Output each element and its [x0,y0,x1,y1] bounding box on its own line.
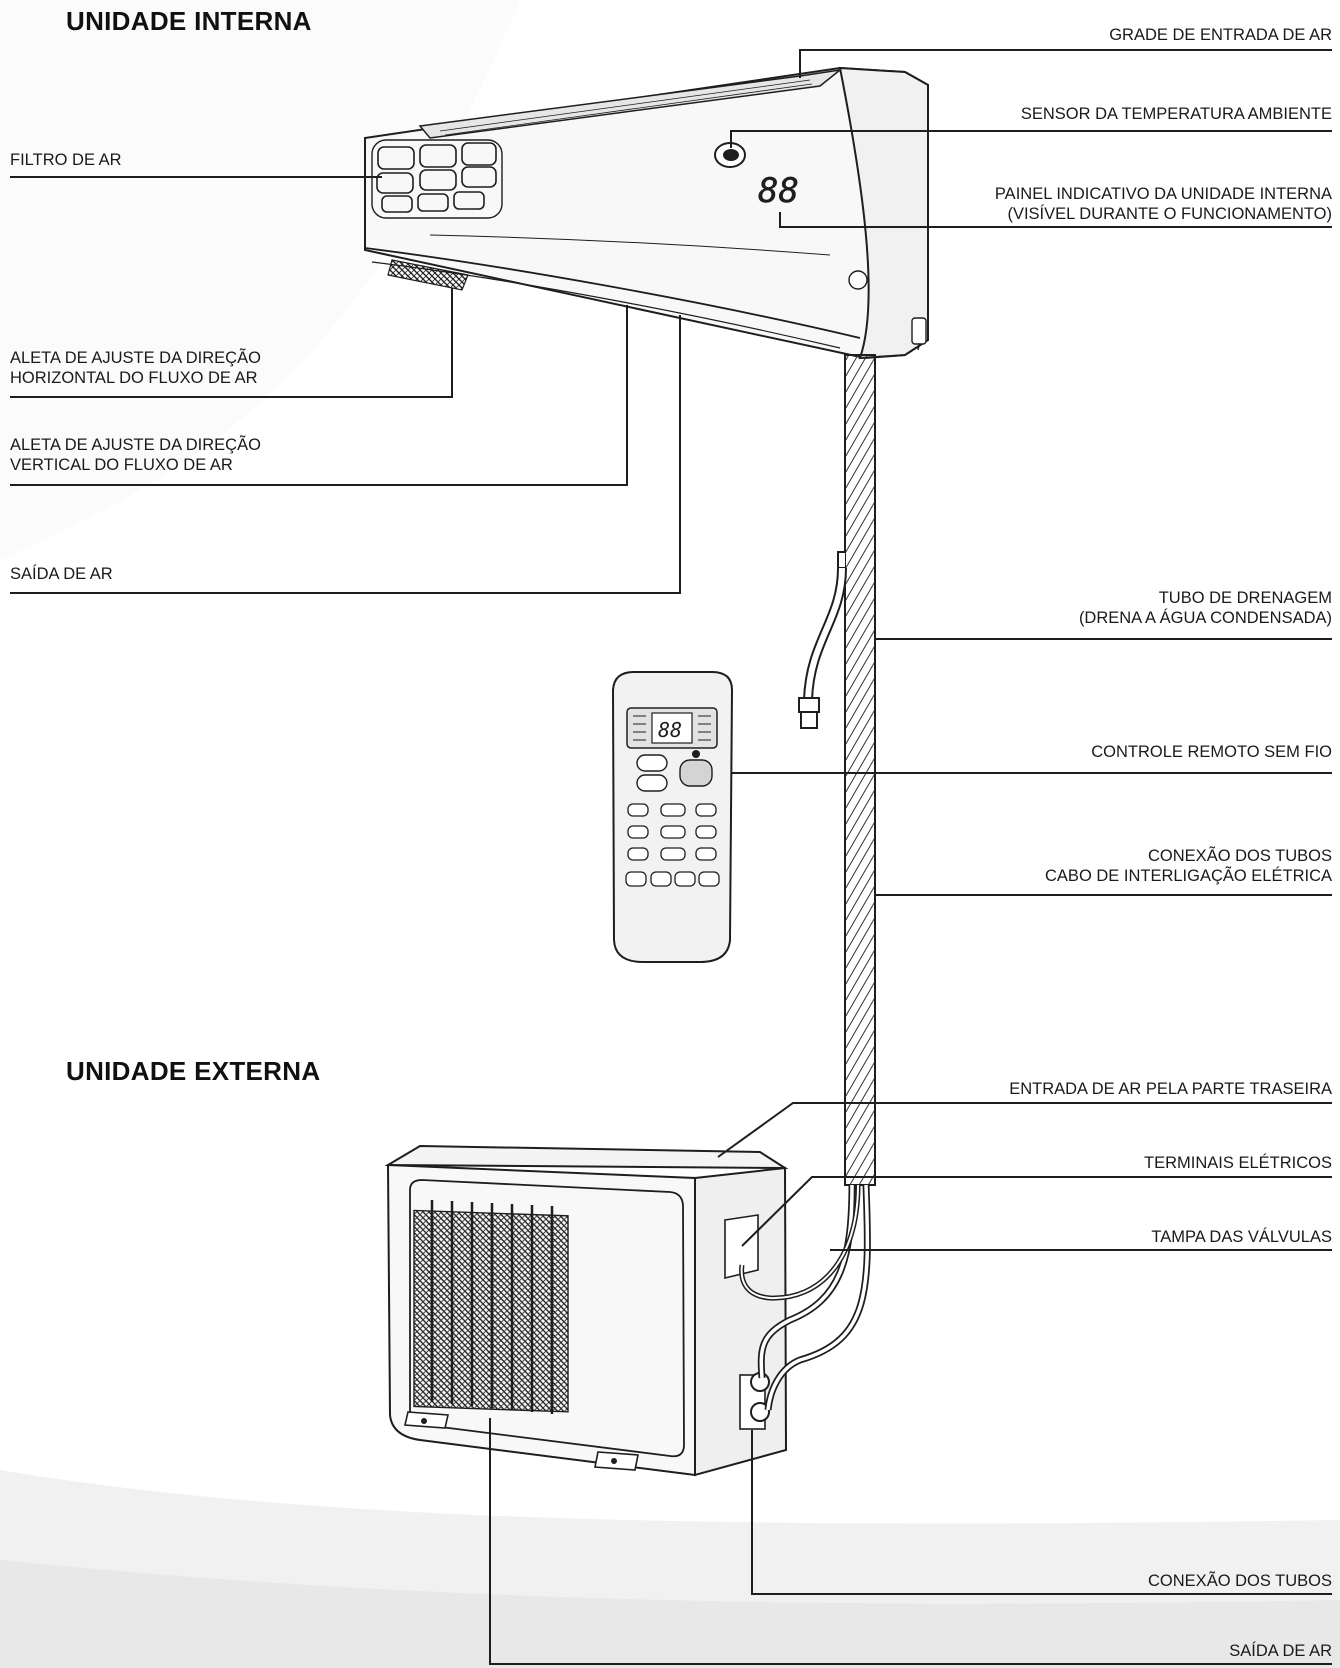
label-electrical-terminals: TERMINAIS ELÉTRICOS [1144,1154,1332,1172]
label-air-filter: FILTRO DE AR [10,151,122,169]
indoor-unit-title: UNIDADE INTERNA [66,6,312,36]
label-drain-hose-line1: TUBO DE DRENAGEM [1158,589,1332,607]
pipe-bundle [844,354,876,1186]
drain-hose [798,551,847,729]
air-filter-panel [371,139,503,219]
label-indicator-panel: PAINEL INDICATIVO DA UNIDADE INTERNA (VI… [995,184,1332,224]
outdoor-unit [384,1144,789,1477]
label-valve-cover: TAMPA DAS VÁLVULAS [1151,1228,1332,1246]
label-indicator-panel-line1: PAINEL INDICATIVO DA UNIDADE INTERNA [994,185,1332,203]
label-vertical-louver: ALETA DE AJUSTE DA DIREÇÃO VERTICAL DO F… [10,435,261,475]
remote-control [611,671,734,963]
label-vertical-louver-line1: ALETA DE AJUSTE DA DIREÇÃO [10,436,261,454]
label-horizontal-louver-line2: HORIZONTAL DO FLUXO DE AR [10,369,258,387]
label-pipe-connection-cable: CONEXÃO DOS TUBOS CABO DE INTERLIGAÇÃO E… [1045,846,1332,886]
remote-display-digits: 88 [658,718,682,742]
air-inlet-grille [418,68,843,139]
label-indicator-panel-line2: (VISÍVEL DURANTE O FUNCIONAMENTO) [1007,205,1332,223]
label-drain-hose: TUBO DE DRENAGEM (DRENA A ÁGUA CONDENSAD… [1079,588,1332,628]
label-pipe-connection: CONEXÃO DOS TUBOS [1148,1572,1332,1590]
indoor-side-cap [838,66,929,360]
outdoor-unit-title: UNIDADE EXTERNA [66,1056,321,1086]
leader-lines [10,49,1332,1665]
label-vertical-louver-line2: VERTICAL DO FLUXO DE AR [10,456,233,474]
indoor-display-digits: 88 [758,171,799,211]
label-pipe-connection-cable-line1: CONEXÃO DOS TUBOS [1148,847,1332,865]
label-remote-control: CONTROLE REMOTO SEM FIO [1091,743,1332,761]
label-pipe-connection-cable-line2: CABO DE INTERLIGAÇÃO ELÉTRICA [1045,867,1332,885]
electrical-terminal-cover [724,1214,759,1280]
label-horizontal-louver-line1: ALETA DE AJUSTE DA DIREÇÃO [10,349,261,367]
label-air-inlet-grille: GRADE DE ENTRADA DE AR [1109,26,1332,44]
label-drain-hose-line2: (DRENA A ÁGUA CONDENSADA) [1078,609,1332,627]
label-air-outlet-indoor: SAÍDA DE AR [10,565,113,583]
label-rear-air-inlet: ENTRADA DE AR PELA PARTE TRASEIRA [1009,1080,1332,1098]
label-air-outlet-outdoor: SAÍDA DE AR [1229,1642,1332,1660]
horizontal-louver-vent [387,259,469,291]
room-temperature-sensor [714,142,746,168]
outdoor-connection-pipes [739,1184,871,1411]
label-horizontal-louver: ALETA DE AJUSTE DA DIREÇÃO HORIZONTAL DO… [10,348,261,388]
label-room-temperature-sensor: SENSOR DA TEMPERATURA AMBIENTE [1020,105,1332,123]
indoor-unit [364,66,929,360]
